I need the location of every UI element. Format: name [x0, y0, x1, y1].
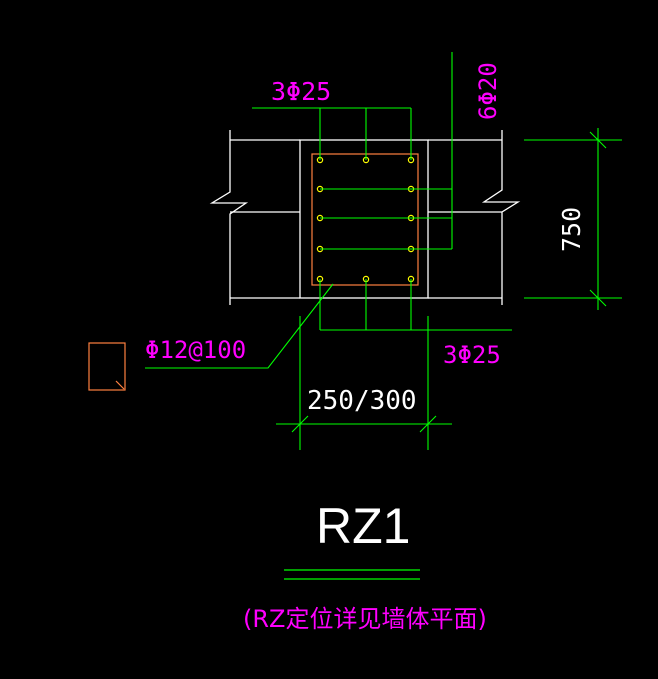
dim-tick: [419, 415, 437, 433]
stirrup-rect: [311, 153, 419, 286]
bottom-rebar-label: 3Φ25: [443, 341, 501, 369]
dimension-width-label: 250/300: [307, 386, 417, 416]
dim-tick: [589, 131, 607, 149]
location-note: (RZ定位详见墙体平面): [243, 605, 487, 633]
wall-outline: [209, 130, 521, 305]
dimension-width: [276, 316, 452, 450]
stirrup-symbol-rect: [88, 342, 126, 391]
side-rebar-label: 6Φ20: [474, 62, 502, 120]
wall-right-break: [481, 130, 521, 305]
top-rebar-label: 3Φ25: [271, 77, 331, 106]
stirrup-hook-icon: [115, 380, 125, 390]
dimension-height: [524, 128, 622, 310]
rebar-group: [316, 156, 415, 283]
dim-tick: [589, 289, 607, 307]
drawing-title: RZ1: [316, 498, 410, 554]
stirrup-leader: [145, 283, 334, 369]
title-underline: [284, 569, 420, 580]
stirrup-symbol: [88, 342, 126, 391]
leader-lines: [145, 52, 512, 369]
wall-left-break: [209, 130, 249, 305]
stirrup-label: Φ12@100: [145, 336, 246, 364]
dim-tick: [291, 415, 309, 433]
dimension-height-label: 750: [557, 207, 586, 252]
column-outline: [299, 139, 429, 299]
